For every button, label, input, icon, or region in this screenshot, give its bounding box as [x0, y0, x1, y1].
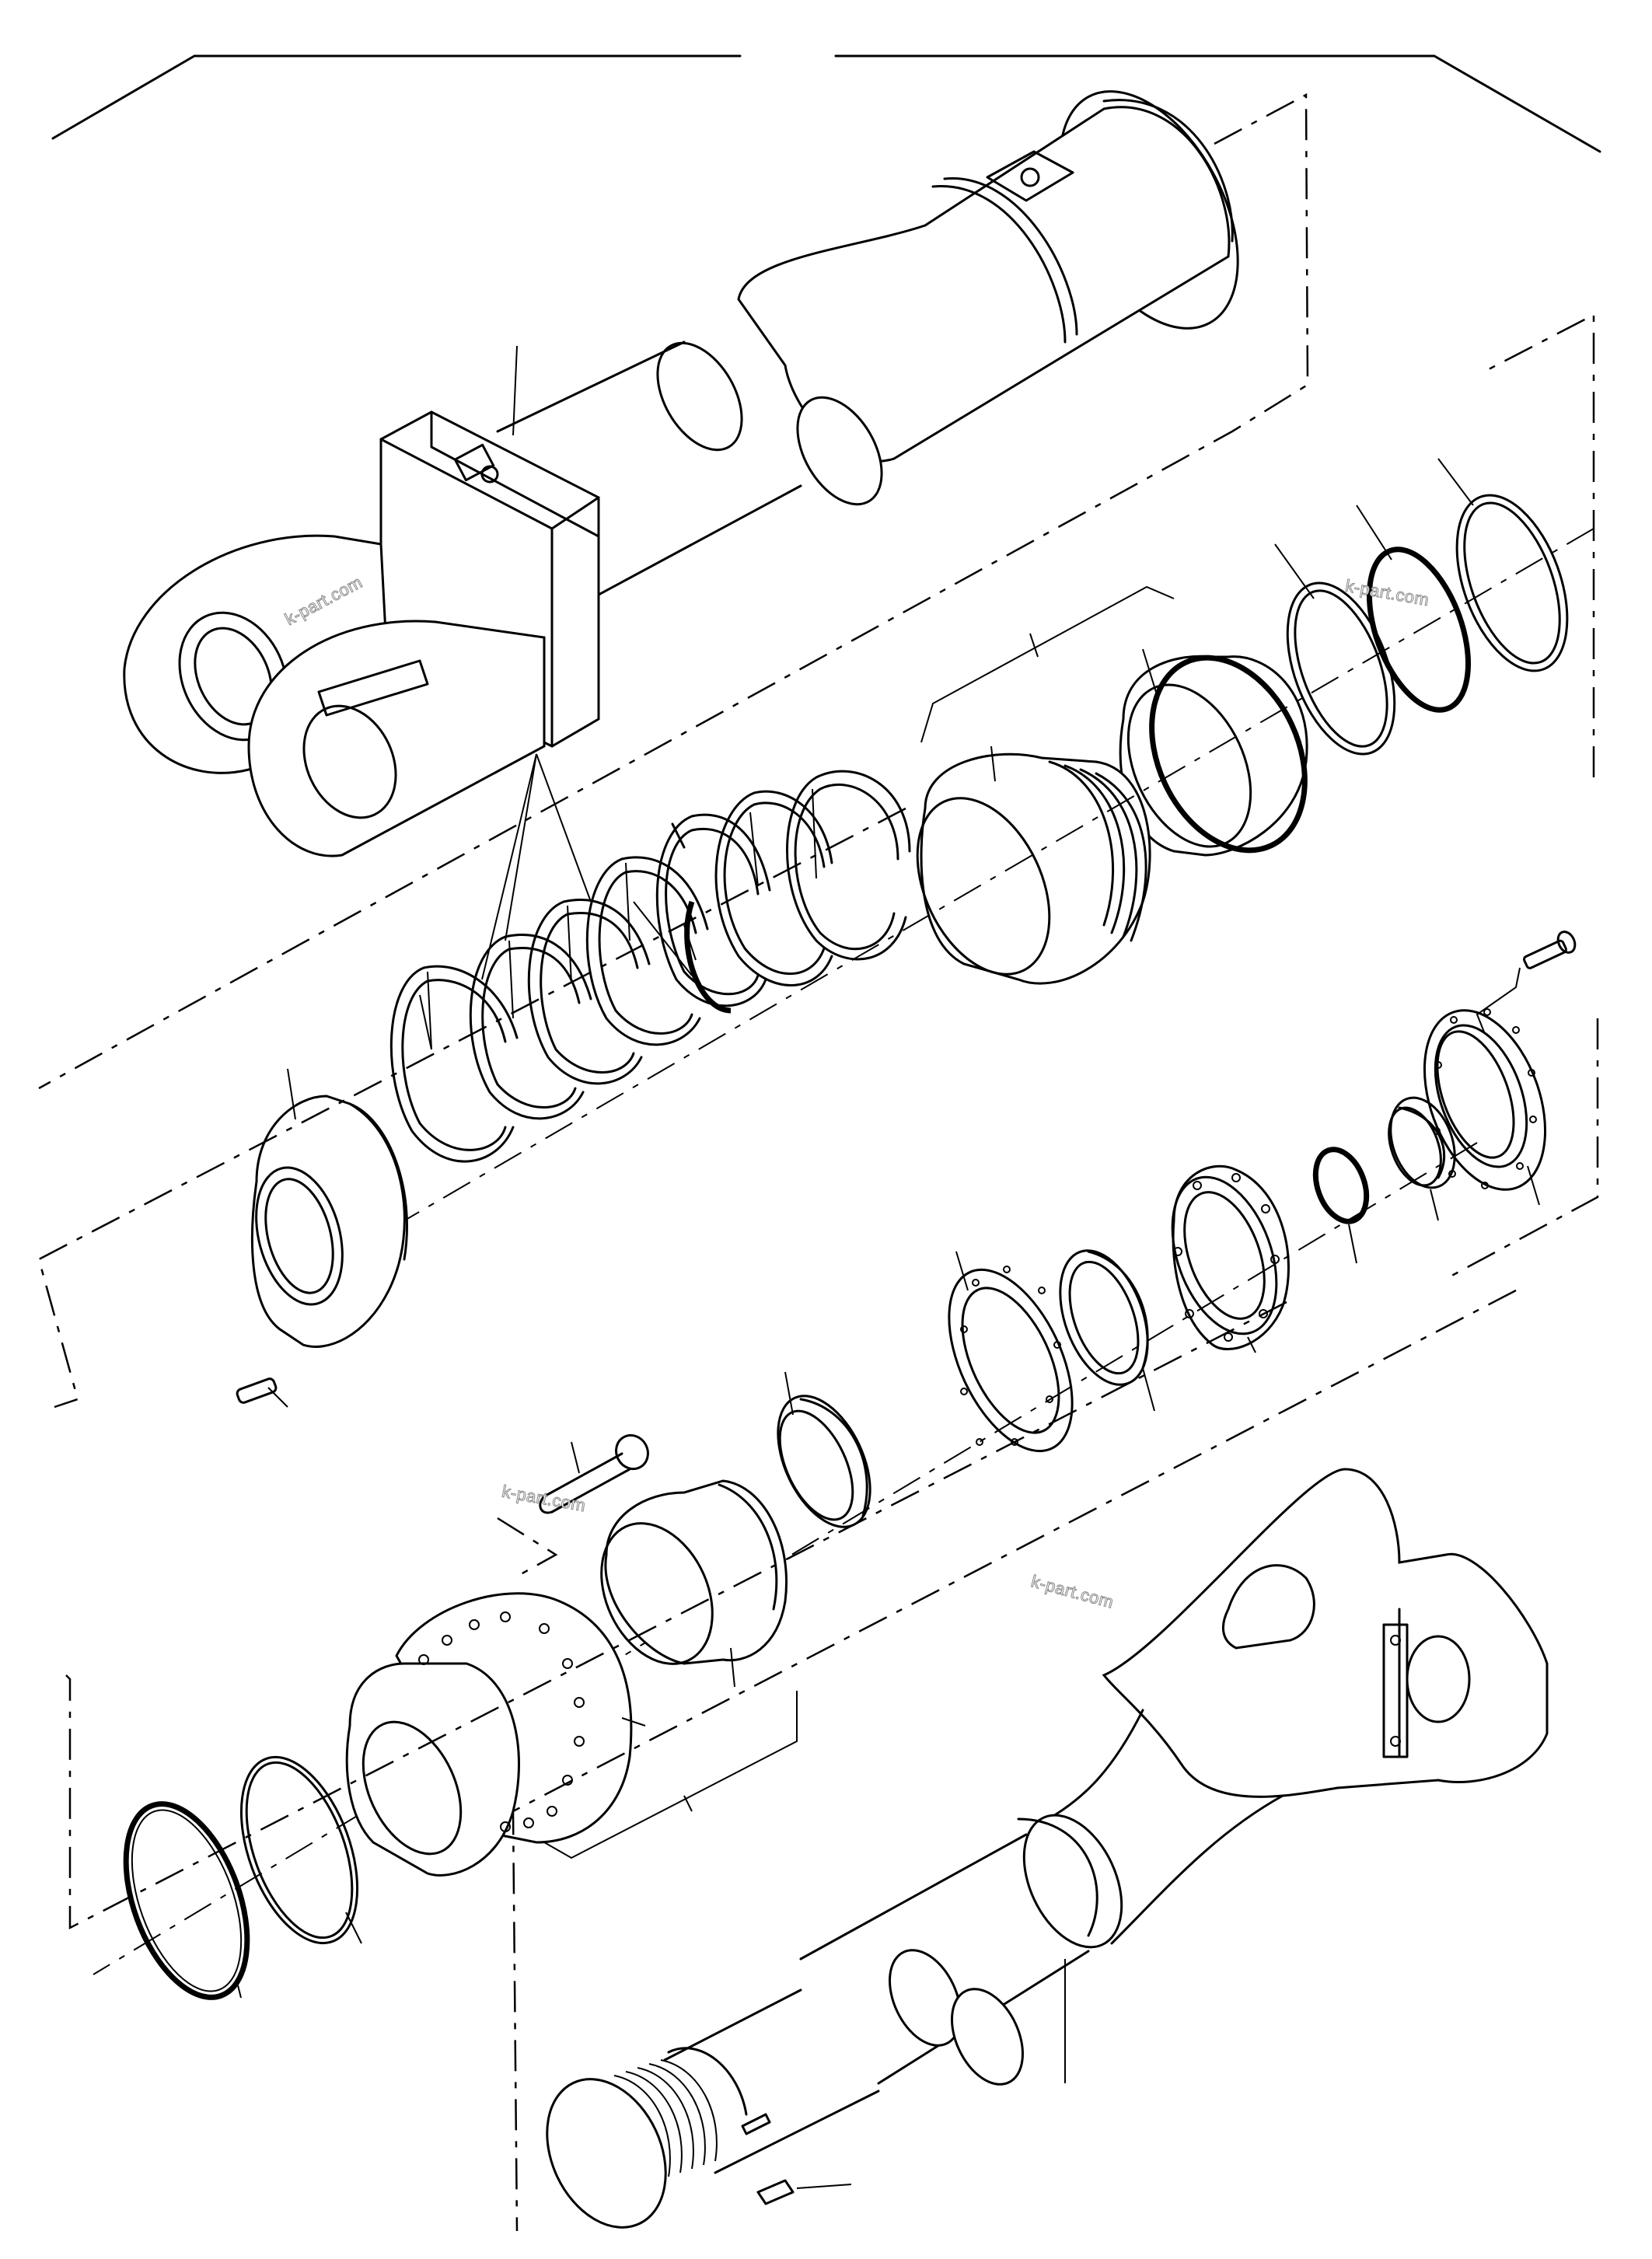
wear-rings[interactable]: [389, 753, 709, 1163]
group-bracket: [920, 585, 1175, 743]
piston-grooves: [1048, 760, 1147, 942]
seal-ring-small[interactable]: [760, 1371, 889, 1541]
bolt-holes: [1173, 1173, 1280, 1342]
cylinder-head[interactable]: [344, 1592, 646, 1877]
rod-seal[interactable]: [1379, 1089, 1466, 1221]
cylinder-tube-with-clevis[interactable]: [38, 62, 1309, 1090]
buffer-seal[interactable]: [924, 1251, 1097, 1470]
piston[interactable]: [891, 745, 1151, 995]
head-backup-ring[interactable]: [218, 1741, 380, 1958]
spacer-ring[interactable]: [1043, 1238, 1165, 1412]
bolt-holes: [418, 1611, 585, 1832]
thread-lines: [613, 2059, 718, 2177]
head-o-ring[interactable]: [103, 1788, 271, 2014]
backup-ring[interactable]: [1266, 543, 1415, 769]
group-bracket-lower: [543, 1691, 798, 1859]
seal-retainer[interactable]: [1153, 1163, 1297, 1353]
cap-screw[interactable]: [497, 1430, 654, 1576]
flange-plate[interactable]: [1402, 993, 1568, 1206]
o-ring[interactable]: [1350, 505, 1487, 723]
set-screw[interactable]: [236, 1377, 288, 1408]
piston-seal-rings[interactable]: [633, 770, 911, 1014]
cap-screw-small[interactable]: [1476, 929, 1578, 1035]
boundary-rod-group: [1445, 1018, 1599, 1280]
piston-rod-with-clevis[interactable]: [512, 1289, 1549, 2247]
o-ring-small[interactable]: [1306, 1143, 1375, 1264]
bolt-holes: [1433, 1008, 1537, 1189]
piston-bushing[interactable]: [1104, 633, 1334, 875]
key[interactable]: [756, 2179, 852, 2205]
piston-nut[interactable]: [242, 1068, 408, 1348]
wiper-ring[interactable]: [1435, 458, 1588, 686]
boundary-head: [65, 1301, 1287, 1930]
frame-lines: [51, 54, 1601, 153]
rod-bushing[interactable]: [580, 1479, 788, 1688]
axis-line-upper: [310, 528, 1594, 1276]
boundary-middle: [1488, 312, 1595, 777]
boundary-piston: [37, 807, 906, 1409]
axis-line-lower: [93, 1142, 1478, 1975]
bolt-holes: [960, 1266, 1061, 1446]
